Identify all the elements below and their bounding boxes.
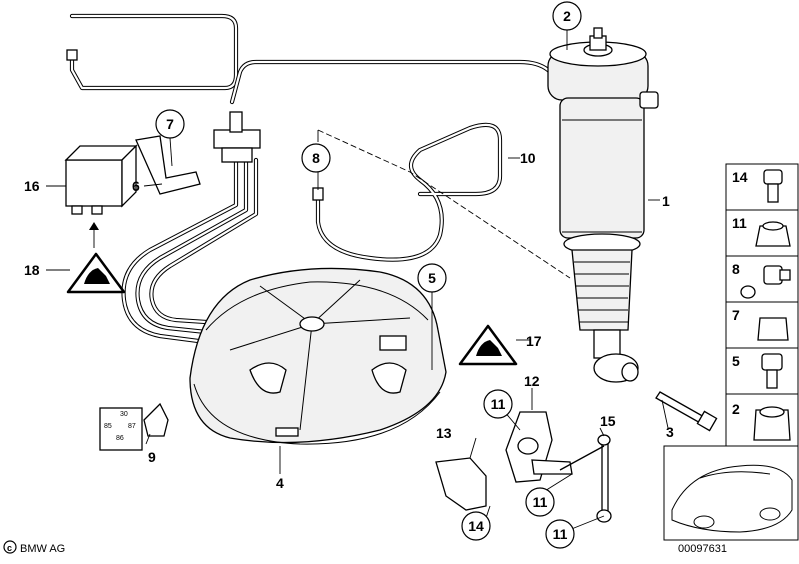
callout-11-upper-text: 11	[491, 396, 506, 412]
diagram-id: 00097631	[678, 543, 727, 555]
label-6: 6	[132, 178, 140, 194]
label-16: 16	[24, 178, 40, 194]
panel-label-11: 11	[732, 215, 747, 231]
svg-text:c: c	[7, 543, 12, 553]
air-lines	[66, 13, 565, 345]
relay-9	[99, 402, 169, 451]
callout-11-upper: 11	[483, 389, 513, 419]
reference-lines	[317, 129, 571, 279]
reservoir-cover	[189, 267, 447, 445]
label-12: 12	[524, 373, 540, 389]
warning-triangle-17	[458, 324, 518, 366]
label-17: 17	[526, 333, 542, 349]
panel-label-5: 5	[732, 353, 740, 369]
callout-7: 7	[155, 109, 185, 139]
label-9: 9	[148, 449, 156, 465]
label-4: 4	[276, 475, 284, 491]
air-spring-strut	[547, 27, 659, 383]
bolt-3	[655, 391, 718, 432]
panel-label-7: 7	[732, 307, 740, 323]
callout-5: 5	[417, 263, 447, 293]
callout-14-text: 14	[468, 518, 484, 534]
panel-label-2: 2	[732, 401, 740, 417]
callout-11-middle-text: 11	[533, 494, 548, 510]
fastener-panel	[725, 163, 799, 447]
copyright-mark: c BMW AG	[3, 540, 65, 555]
panel-label-8: 8	[732, 261, 740, 277]
label-10: 10	[520, 150, 536, 166]
callout-11-lower: 11	[545, 519, 575, 549]
callout-14: 14	[461, 511, 491, 541]
relay-pin-87: 87	[128, 423, 136, 430]
callout-11-middle: 11	[525, 487, 555, 517]
label-1: 1	[662, 193, 670, 209]
brand-text: BMW AG	[20, 543, 65, 555]
relay-pin-85: 85	[104, 423, 112, 430]
relay-pin-86: 86	[116, 435, 124, 442]
bracket-6	[135, 135, 201, 195]
height-sensor	[435, 411, 612, 523]
relay-pin-30: 30	[120, 411, 128, 418]
callout-11-lower-text: 11	[553, 526, 568, 542]
valve-block	[213, 111, 261, 163]
relay-16	[64, 144, 138, 248]
warning-triangle-18	[66, 252, 126, 294]
callout-5-text: 5	[428, 270, 436, 286]
vehicle-inset	[663, 445, 799, 541]
label-15: 15	[600, 413, 616, 429]
callout-8: 8	[301, 143, 331, 173]
panel-label-14: 14	[732, 169, 748, 185]
label-18: 18	[24, 262, 40, 278]
label-3: 3	[666, 424, 674, 440]
callout-7-text: 7	[166, 116, 174, 132]
label-13: 13	[436, 425, 452, 441]
callout-2-text: 2	[563, 8, 571, 24]
callout-2: 2	[552, 1, 582, 31]
callout-8-text: 8	[312, 150, 320, 166]
